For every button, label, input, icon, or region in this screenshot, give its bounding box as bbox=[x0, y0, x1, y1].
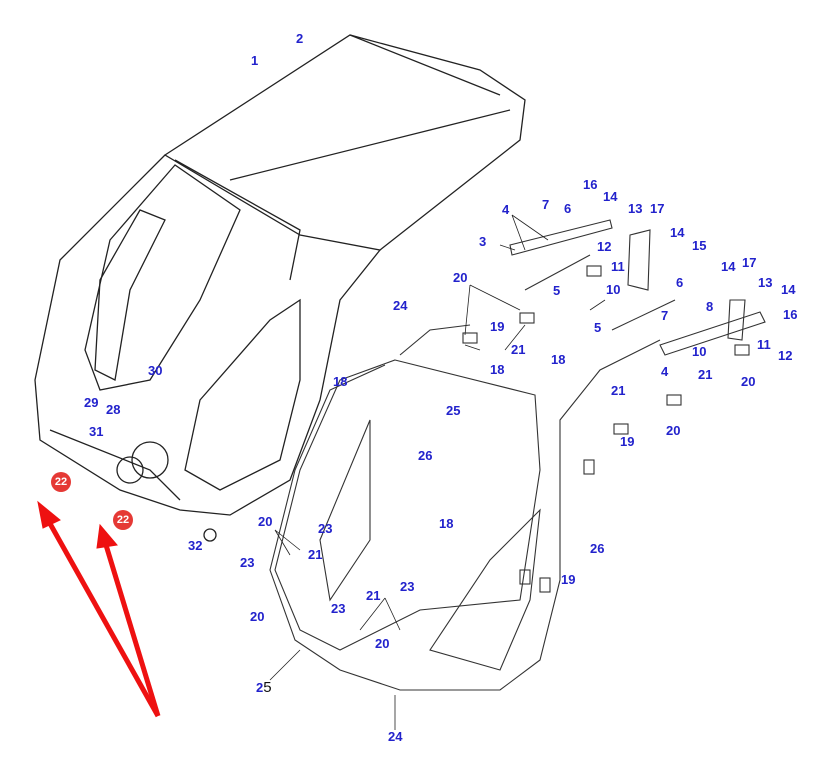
callout-label: 4 bbox=[661, 364, 669, 379]
callout-label: 23 bbox=[240, 555, 255, 570]
callout-label: 32 bbox=[188, 538, 203, 553]
callout-label: 14 bbox=[721, 259, 736, 274]
callout-label: 12 bbox=[778, 348, 793, 363]
callout-label: 5 bbox=[553, 283, 561, 298]
callout-label: 14 bbox=[603, 189, 618, 204]
door-frame bbox=[269, 324, 661, 691]
callout-label: 24 bbox=[393, 298, 408, 313]
callout-label: 23 bbox=[400, 579, 415, 594]
callout-label: 5 bbox=[594, 320, 602, 335]
callout-label: 21 bbox=[611, 383, 626, 398]
callout-label: 26 bbox=[590, 541, 605, 556]
callout-label: 23 bbox=[331, 601, 346, 616]
callout-label: 6 bbox=[676, 275, 684, 290]
callout-label: 18 bbox=[333, 374, 348, 389]
callout-label: 21 bbox=[511, 342, 526, 357]
callout-label-25-bottom: 25 bbox=[256, 680, 272, 695]
callout-digit: 5 bbox=[263, 679, 272, 696]
callout-label: 28 bbox=[106, 402, 121, 417]
callout-label: 2 bbox=[296, 31, 304, 46]
leader-lines bbox=[269, 214, 606, 730]
callout-label: 30 bbox=[148, 363, 163, 378]
callout-label: 20 bbox=[453, 270, 468, 285]
callout-label: 3 bbox=[479, 234, 487, 249]
callout-label: 6 bbox=[564, 201, 572, 216]
callout-label: 7 bbox=[542, 197, 550, 212]
cab-roof bbox=[163, 34, 526, 281]
callout-label: 10 bbox=[692, 344, 707, 359]
callout-label: 25 bbox=[446, 403, 461, 418]
callout-label: 31 bbox=[89, 424, 104, 439]
callout-label: 20 bbox=[250, 609, 265, 624]
callout-digit: 2 bbox=[256, 680, 264, 695]
red-arrows bbox=[37, 500, 161, 718]
callout-label: 26 bbox=[418, 448, 433, 463]
callout-label: 14 bbox=[781, 282, 796, 297]
callout-label: 13 bbox=[628, 201, 643, 216]
callout-label: 17 bbox=[742, 255, 757, 270]
callout-label: 18 bbox=[551, 352, 566, 367]
callout-label: 23 bbox=[318, 521, 333, 536]
callout-label: 20 bbox=[666, 423, 681, 438]
callout-label: 12 bbox=[597, 239, 612, 254]
highlight-badge: 22 bbox=[113, 510, 133, 530]
callout-label: 4 bbox=[502, 202, 510, 217]
callout-label: 16 bbox=[783, 307, 798, 322]
callout-label: 15 bbox=[692, 238, 707, 253]
callout-label: 24 bbox=[388, 729, 403, 744]
callout-label: 8 bbox=[706, 299, 714, 314]
callout-label: 11 bbox=[757, 337, 771, 352]
callout-label: 14 bbox=[670, 225, 685, 240]
callout-label: 11 bbox=[611, 259, 625, 274]
callout-label: 19 bbox=[620, 434, 635, 449]
callout-label: 19 bbox=[490, 319, 505, 334]
callout-label: 19 bbox=[561, 572, 576, 587]
callout-label: 20 bbox=[375, 636, 390, 651]
callout-label: 10 bbox=[606, 282, 621, 297]
callout-label: 17 bbox=[650, 201, 665, 216]
hinge-parts bbox=[462, 219, 766, 593]
callout-label: 21 bbox=[366, 588, 381, 603]
callout-label: 18 bbox=[490, 362, 505, 377]
callout-label: 16 bbox=[583, 177, 598, 192]
callout-label: 21 bbox=[698, 367, 713, 382]
callout-label: 13 bbox=[758, 275, 773, 290]
cab-body bbox=[34, 154, 381, 542]
callout-label: 1 bbox=[251, 53, 259, 68]
callout-label: 20 bbox=[258, 514, 273, 529]
callout-label: 29 bbox=[84, 395, 99, 410]
callout-label: 21 bbox=[308, 547, 323, 562]
callout-label: 20 bbox=[741, 374, 756, 389]
callout-label: 7 bbox=[661, 308, 669, 323]
callout-label: 18 bbox=[439, 516, 454, 531]
highlight-badge: 22 bbox=[51, 472, 71, 492]
